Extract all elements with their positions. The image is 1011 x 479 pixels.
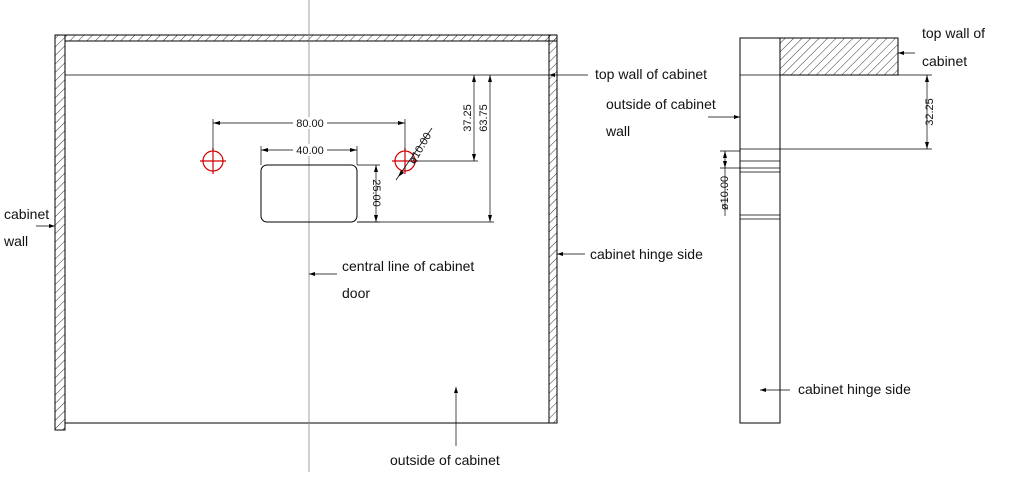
- label-top-wall-side: top wall of cabinet: [898, 25, 985, 69]
- svg-text:door: door: [342, 285, 370, 301]
- handle-slot: [260, 164, 358, 223]
- dim-hole-diameter-front: ø10.00: [395, 127, 434, 181]
- dim-handle-width: 40.00: [260, 144, 358, 165]
- front-view: 80.00 40.00 25.00 ø10.00: [3, 0, 707, 472]
- svg-text:central line of cabinet: central line of cabinet: [342, 258, 474, 274]
- side-view: 32.25 ø10.00 outside of cabinet wall top…: [605, 25, 985, 424]
- dim-hole-diameter-side: ø10.00: [719, 150, 740, 216]
- left-cabinet-wall: [54, 34, 66, 431]
- svg-text:wall: wall: [605, 123, 630, 139]
- hole-left: [200, 148, 226, 174]
- dim-hole-offset-top: 37.25: [415, 75, 478, 162]
- dim-hole-offset-top-text: 37.25: [462, 104, 474, 132]
- label-cabinet-wall: cabinet wall: [3, 206, 55, 249]
- dim-hole-spacing: 80.00: [212, 117, 406, 150]
- svg-text:cabinet hinge side: cabinet hinge side: [590, 246, 703, 262]
- svg-text:cabinet hinge side: cabinet hinge side: [798, 381, 911, 397]
- side-profile: [739, 37, 781, 424]
- dim-handle-offset-top: 63.75: [357, 75, 494, 223]
- dim-handle-offset-top-text: 63.75: [478, 104, 490, 132]
- svg-text:wall: wall: [3, 233, 28, 249]
- dim-handle-width-text: 40.00: [296, 145, 324, 157]
- cabinet-door-outline: [64, 40, 550, 424]
- dim-handle-height: 25.00: [357, 164, 382, 223]
- label-top-wall-front: top wall of cabinet: [549, 66, 707, 82]
- dim-handle-height-text: 25.00: [370, 179, 382, 207]
- label-outside-wall: outside of cabinet wall: [605, 96, 740, 139]
- label-hinge-side-side: cabinet hinge side: [760, 381, 911, 397]
- dim-hole-diameter-side-text: ø10.00: [719, 176, 731, 210]
- top-cabinet-wall: [64, 34, 558, 42]
- dim-side-offset-top: 32.25: [898, 74, 936, 149]
- svg-text:outside of cabinet: outside of cabinet: [606, 96, 716, 112]
- svg-text:cabinet: cabinet: [4, 206, 49, 222]
- label-central-line: central line of cabinet door: [309, 258, 474, 301]
- side-top-wall: [779, 37, 899, 76]
- label-hinge-side-front: cabinet hinge side: [557, 246, 703, 262]
- svg-text:top wall of: top wall of: [922, 25, 985, 41]
- right-cabinet-wall: [548, 34, 558, 424]
- svg-text:cabinet: cabinet: [922, 53, 967, 69]
- dim-side-offset-top-text: 32.25: [924, 98, 936, 126]
- dim-hole-spacing-text: 80.00: [296, 118, 324, 130]
- label-outside-cabinet: outside of cabinet: [390, 387, 500, 468]
- svg-text:outside of cabinet: outside of cabinet: [390, 452, 500, 468]
- svg-text:top wall of cabinet: top wall of cabinet: [595, 66, 707, 82]
